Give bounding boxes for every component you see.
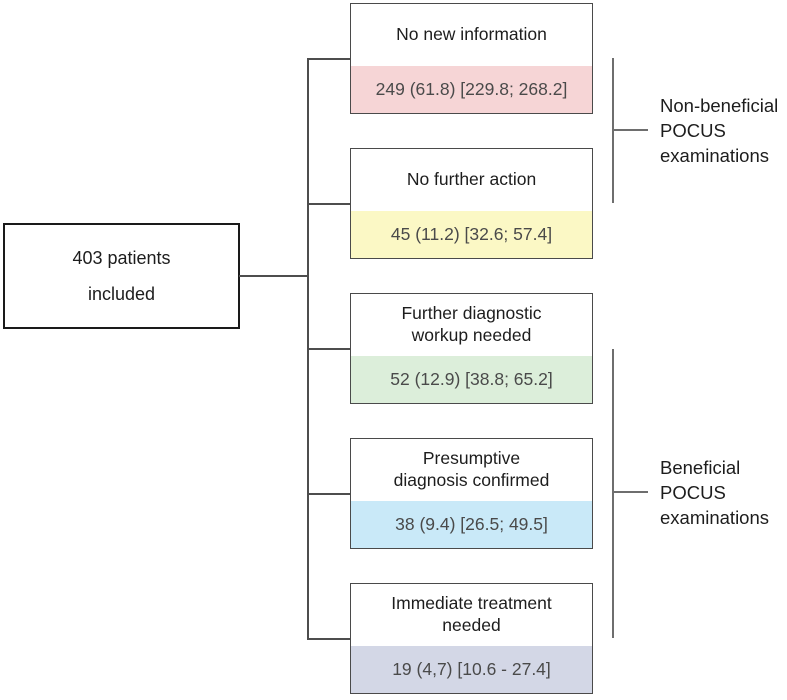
bracket-beneficial-vertical — [612, 349, 614, 638]
connector-root-horizontal — [239, 275, 308, 277]
group-label-nonbeneficial: Non-beneficial POCUS examinations — [660, 95, 779, 166]
bracket-beneficial-tick — [612, 491, 648, 493]
group-label-beneficial: Beneficial POCUS examinations — [660, 457, 770, 528]
connector-branch-2 — [307, 203, 350, 205]
outcome-box-presumptive-diagnosis: Presumptive diagnosis confirmed 38 (9.4)… — [350, 438, 593, 549]
connector-branch-4 — [307, 493, 350, 495]
outcome-label: Presumptive diagnosis confirmed — [393, 448, 550, 490]
connector-branch-3 — [307, 348, 350, 350]
outcome-stat-band: 38 (9.4) [26.5; 49.5] — [351, 501, 592, 548]
connector-branch-5 — [307, 638, 350, 640]
connector-branch-1 — [307, 58, 350, 60]
outcome-stat-band: 19 (4,7) [10.6 - 27.4] — [351, 646, 592, 693]
outcome-box-immediate-treatment: Immediate treatment needed 19 (4,7) [10.… — [350, 583, 593, 694]
outcome-box-no-further-action: No further action 45 (11.2) [32.6; 57.4] — [350, 148, 593, 259]
outcome-label: No new information — [396, 24, 547, 45]
root-patients-box: 403 patients included — [3, 223, 240, 329]
outcome-stat-band: 249 (61.8) [229.8; 268.2] — [351, 66, 592, 113]
outcome-label: Further diagnostic workup needed — [401, 303, 542, 345]
bracket-nonbeneficial-vertical — [612, 58, 614, 203]
outcome-box-further-diagnostic-workup: Further diagnostic workup needed 52 (12.… — [350, 293, 593, 404]
outcome-label: Immediate treatment needed — [391, 593, 552, 635]
outcome-stat-band: 45 (11.2) [32.6; 57.4] — [351, 211, 592, 258]
outcome-box-no-new-information: No new information 249 (61.8) [229.8; 26… — [350, 3, 593, 114]
outcome-stat-band: 52 (12.9) [38.8; 65.2] — [351, 356, 592, 403]
outcome-label: No further action — [406, 169, 537, 190]
bracket-nonbeneficial-tick — [612, 129, 648, 131]
